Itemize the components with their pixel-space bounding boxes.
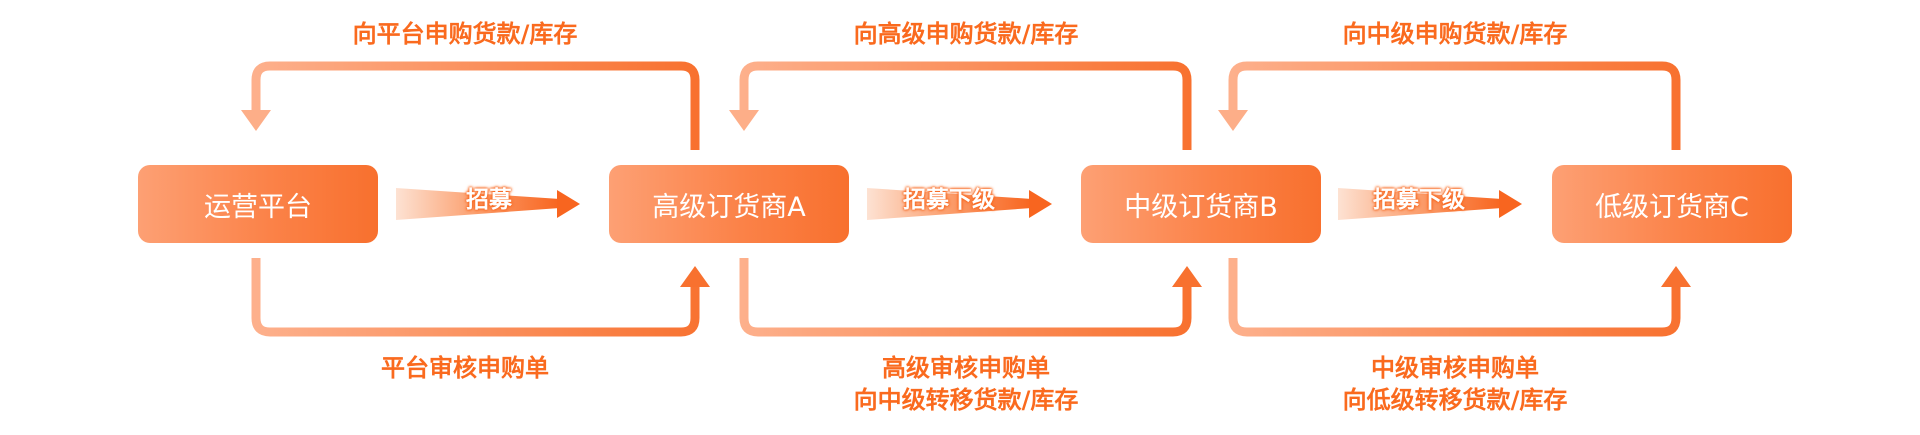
recruit-label-3: 招募下级 <box>1373 187 1465 213</box>
node-junior-dealer-c: 低级订货商C <box>1552 165 1792 243</box>
top-arrow-2 <box>729 61 1192 150</box>
bottom-arrow-2 <box>739 258 1202 337</box>
bottom-label-3-line2: 向低级转移货款/库存 <box>1342 386 1568 414</box>
top-arrow-1 <box>241 61 700 150</box>
recruit-arrow-2 <box>867 188 1052 220</box>
bottom-label-2-line2: 向中级转移货款/库存 <box>853 386 1079 414</box>
node-label: 高级订货商A <box>652 191 806 223</box>
recruit-arrow-3 <box>1338 188 1522 220</box>
bottom-label-3: 中级审核申购单 向低级转移货款/库存 <box>1320 352 1590 416</box>
top-arrow-3 <box>1218 61 1681 150</box>
node-label: 中级订货商B <box>1124 191 1278 223</box>
bottom-label-1-line1: 平台审核申购单 <box>381 354 549 382</box>
node-mid-dealer-b: 中级订货商B <box>1081 165 1321 243</box>
recruit-label-2: 招募下级 <box>903 187 995 213</box>
recruit-label-1: 招募 <box>466 187 512 213</box>
bottom-label-2-line1: 高级审核申购单 <box>882 354 1050 382</box>
bottom-arrow-3 <box>1228 258 1691 337</box>
top-label-3: 向中级申购货款/库存 <box>1342 20 1568 48</box>
node-senior-dealer-a: 高级订货商A <box>609 165 849 243</box>
node-label: 运营平台 <box>204 191 312 223</box>
bottom-arrow-1 <box>251 258 710 337</box>
bottom-label-1: 平台审核申购单 <box>330 352 600 384</box>
node-label: 低级订货商C <box>1595 191 1749 223</box>
top-label-1: 向平台申购货款/库存 <box>352 20 578 48</box>
top-label-2: 向高级申购货款/库存 <box>853 20 1079 48</box>
recruit-arrow-1 <box>396 188 580 220</box>
bottom-label-2: 高级审核申购单 向中级转移货款/库存 <box>831 352 1101 416</box>
node-operation-platform: 运营平台 <box>138 165 378 243</box>
bottom-label-3-line1: 中级审核申购单 <box>1371 354 1539 382</box>
